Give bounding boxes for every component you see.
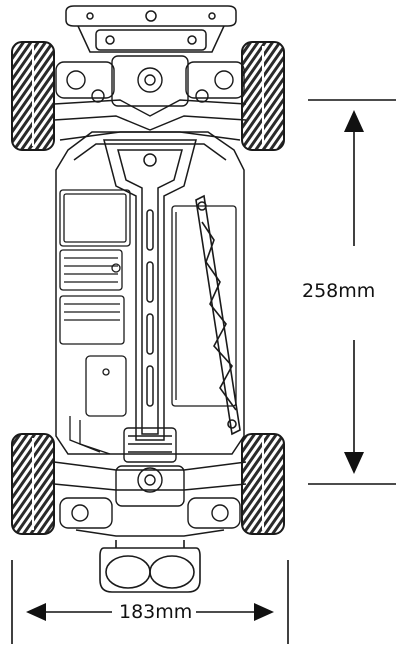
front-right-wheel <box>241 41 285 151</box>
rear-gearbox <box>115 427 185 507</box>
rear-left-wheel <box>11 433 55 535</box>
battery-brace <box>195 194 241 436</box>
width-dimension <box>11 560 289 644</box>
length-arrow-up-icon <box>344 110 364 132</box>
rear-bumper <box>99 540 201 593</box>
front-bumper <box>65 5 237 53</box>
width-arrow-left-icon <box>26 603 46 621</box>
electronics-left <box>59 189 131 455</box>
top-deck-spine <box>103 139 197 441</box>
width-label: 183mm <box>115 603 197 622</box>
length-label: 258mm <box>302 280 376 302</box>
length-dimension <box>308 99 396 485</box>
front-left-wheel <box>11 41 55 151</box>
rear-right-wheel <box>241 433 285 535</box>
front-suspension <box>53 55 247 141</box>
chassis-plate <box>55 131 245 455</box>
length-arrow-down-icon <box>344 452 364 474</box>
rear-suspension <box>53 461 247 537</box>
width-arrow-right-icon <box>254 603 274 621</box>
battery-pack <box>171 205 237 407</box>
